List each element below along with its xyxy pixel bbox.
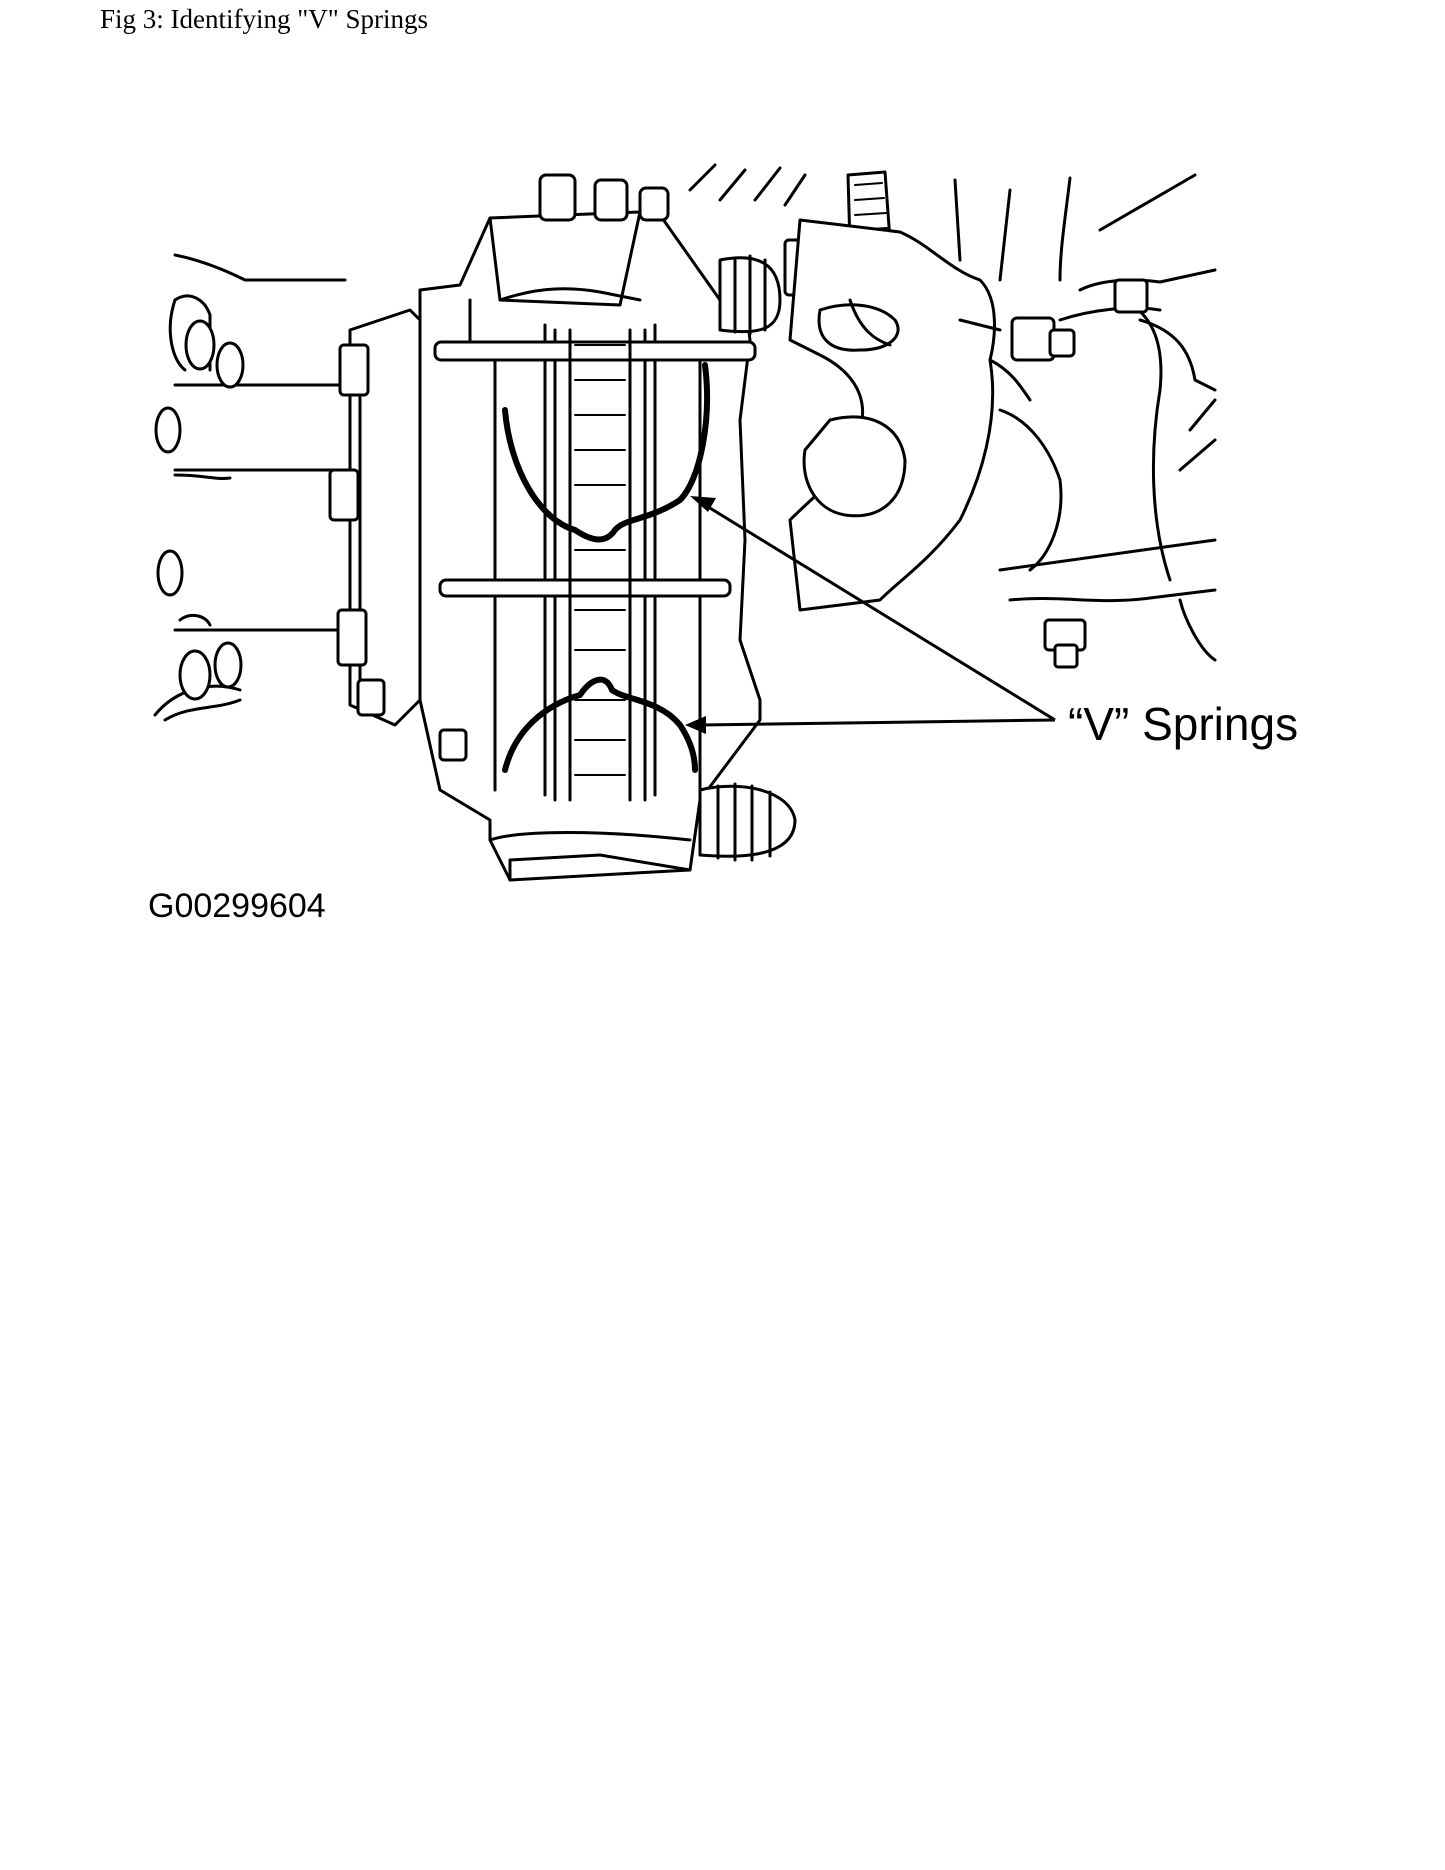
upper-v-spring: [502, 362, 710, 543]
arrowhead-upper: [690, 496, 716, 512]
left-nuts: [154, 319, 245, 701]
callout-label: “V” Springs: [1068, 698, 1298, 750]
axle-arm-lines: [153, 253, 347, 722]
arrowhead-lower: [685, 716, 706, 734]
lower-v-spring: [502, 676, 698, 773]
figure-id: G00299604: [148, 887, 326, 925]
brake-pads: [433, 323, 757, 802]
steering-knuckle: [788, 170, 1217, 669]
figure-caption: Fig 3: Identifying "V" Springs: [100, 4, 429, 34]
brake-caliper-diagram: “V” Springs G00299604: [148, 163, 1298, 925]
hub-flange: [328, 308, 422, 727]
caliper-body: [418, 173, 815, 882]
brake-line-top: [688, 163, 807, 207]
callout-leader-lines: [685, 496, 1056, 734]
